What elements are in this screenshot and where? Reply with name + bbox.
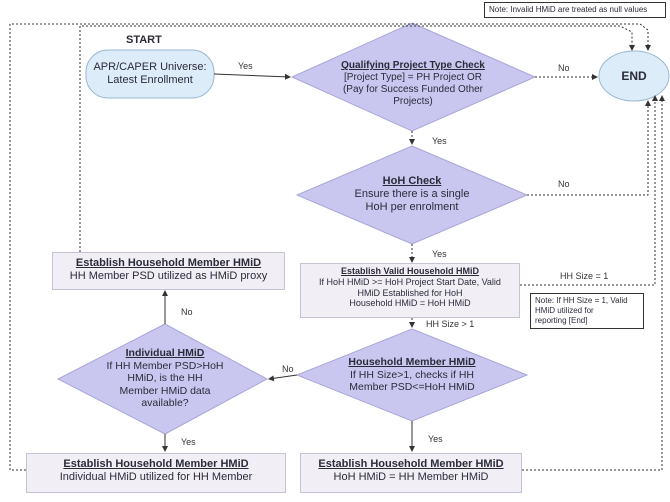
member-line2: Member PSD<=HoH HMiD: [349, 381, 475, 394]
individual-line4: available?: [141, 397, 189, 410]
qualifying-line2: (Pay for Success Funded Other: [342, 84, 484, 95]
label-start-yes: Yes: [238, 61, 253, 71]
end-node: END: [621, 69, 647, 83]
hoh-line2: HoH per enrolment: [365, 201, 459, 214]
edge-hh-size-1: [520, 95, 658, 286]
note-hh-size-1: Note: If HH Size = 1, Valid HMiD utilize…: [530, 293, 644, 329]
start-label: START: [126, 34, 162, 46]
edge-start-to-qualifying: [213, 73, 291, 80]
label-hh-size-1: HH Size = 1: [560, 271, 609, 281]
label-hoh-no: No: [558, 179, 570, 189]
start-node: APR/CAPER Universe: Latest Enrollment: [86, 61, 214, 87]
qualifying-check: Qualifying Project Type Check [Project T…: [316, 60, 510, 108]
est-hoh-title: Establish Household Member HMiD: [318, 458, 504, 470]
valid-line1: If HoH HMiD >= HoH Project Start Date, V…: [319, 276, 501, 287]
note-mid-line3: reporting [End]: [535, 316, 588, 325]
hoh-line1: Ensure there is a single: [354, 188, 470, 201]
hoh-check: HoH Check Ensure there is a single HoH p…: [332, 175, 492, 215]
qualifying-line3: Projects): [393, 96, 433, 107]
establish-individual-box: Establish Household Member HMiD Individu…: [26, 453, 286, 493]
label-hoh-yes: Yes: [432, 249, 447, 259]
start-line1: APR/CAPER Universe:: [93, 61, 207, 73]
proxy-title: Establish Household Member HMiD: [75, 257, 262, 269]
label-qualifying-no: No: [558, 63, 570, 73]
loop-outer: [9, 23, 651, 471]
edge-member-no: [268, 374, 298, 382]
household-member-check: Household Member HMiD If HH Size>1, chec…: [332, 356, 492, 394]
est-individual-line1: Individual HMiD utilized for HH Member: [59, 471, 253, 484]
note-mid-line2: HMiD utilized for: [535, 306, 594, 315]
start-line2: Latest Enrollment: [107, 74, 193, 87]
valid-line2: HMiD Established for HoH: [357, 287, 463, 298]
valid-title: Establish Valid Household HMiD: [340, 266, 480, 276]
individual-line1: If HH Member PSD>HoH: [106, 359, 224, 372]
label-member-yes: Yes: [428, 434, 443, 444]
label-individual-yes: Yes: [181, 437, 196, 447]
establish-proxy-box: Establish Household Member HMiD HH Membe…: [52, 252, 285, 290]
note-mid-line1: Note: If HH Size = 1, Valid: [535, 296, 628, 305]
establish-hoh-box: Establish Household Member HMiD HoH HMiD…: [300, 453, 522, 493]
note-invalid-hmid: Note: Invalid HMiD are treated as null v…: [484, 2, 666, 18]
qualifying-line1: [Project Type] = PH Project OR: [344, 72, 482, 83]
loop-bottom: [522, 95, 665, 471]
hoh-title: HoH Check: [382, 175, 442, 187]
establish-valid-box: Establish Valid Household HMiD If HoH HM…: [300, 263, 520, 318]
member-line1: If HH Size>1, checks if HH: [350, 368, 474, 381]
loop-inner: [79, 25, 635, 252]
individual-line3: Member HMiD data: [119, 384, 211, 397]
individual-check: Individual HMiD If HH Member PSD>HoH HMi…: [95, 347, 235, 410]
label-hh-size-gt1: HH Size > 1: [426, 319, 475, 329]
individual-title: Individual HMiD: [125, 347, 205, 359]
end-node-shape: [598, 50, 670, 102]
edge-hoh-no: [527, 100, 651, 196]
individual-line2: HMiD, is the HH: [127, 372, 203, 385]
proxy-line1: HH Member PSD utilized as HMiD proxy: [69, 270, 268, 283]
est-hoh-line1: HoH HMiD = HH Member HMiD: [333, 471, 489, 484]
member-title: Household Member HMiD: [348, 356, 476, 368]
label-qualifying-yes: Yes: [432, 136, 447, 146]
label-member-no: No: [282, 364, 294, 374]
valid-line3: Household HMiD = HoH HMiD: [349, 298, 471, 309]
qualifying-title: Qualifying Project Type Check: [341, 60, 485, 71]
label-individual-no: No: [181, 307, 193, 317]
est-individual-title: Establish Household Member HMiD: [63, 458, 249, 470]
